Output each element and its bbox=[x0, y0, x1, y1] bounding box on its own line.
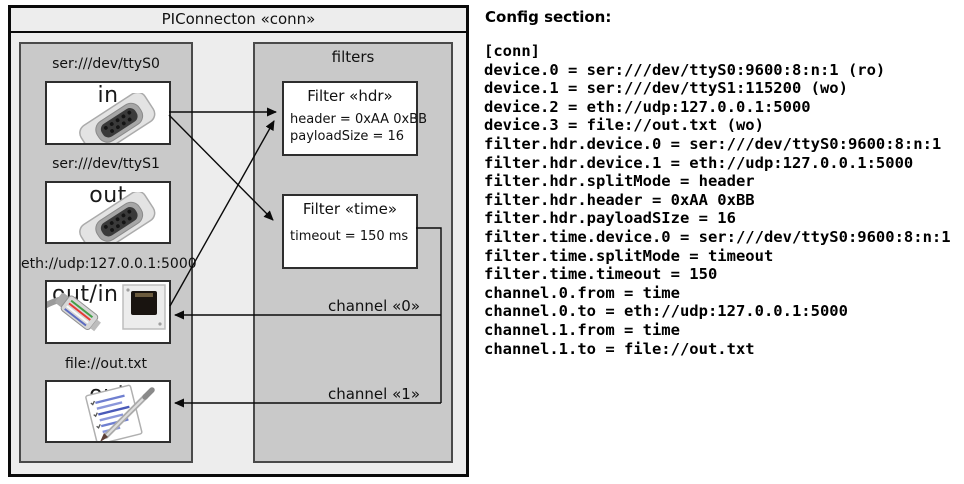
filter-time-box: Filter «time» timeout = 150 ms bbox=[282, 194, 418, 269]
channel-0-label: channel «0» bbox=[327, 297, 420, 315]
notepad-icon bbox=[85, 384, 155, 441]
title-separator bbox=[11, 31, 466, 33]
filter-title: Filter «hdr» bbox=[307, 87, 393, 105]
device-box-eth: out/in bbox=[45, 280, 171, 344]
devices-panel: ser:///dev/ttyS0 in ser:///dev/ttyS1 out bbox=[19, 42, 197, 463]
config-line: channel.1.to = file://out.txt bbox=[484, 339, 755, 358]
filter-hdr-box: Filter «hdr» header = 0xAA 0xBB payloadS… bbox=[282, 81, 427, 156]
filter-attribute: header = 0xAA 0xBB bbox=[290, 112, 428, 127]
config-line: channel.1.from = time bbox=[484, 320, 680, 339]
device-box-file: out bbox=[45, 380, 171, 443]
diagram-title: PIConnecton «conn» bbox=[161, 10, 316, 28]
device-box-ttys0: in bbox=[45, 81, 171, 145]
device-direction-label: in bbox=[97, 83, 119, 108]
serial-connector-icon bbox=[79, 93, 156, 143]
device-uri-label-eth: eth://udp:127.0.0.1:5000 bbox=[21, 256, 197, 272]
config-line: filter.hdr.device.0 = ser:///dev/ttyS0:9… bbox=[484, 134, 942, 153]
ethernet-jack-icon bbox=[47, 284, 166, 332]
config-line: channel.0.to = eth://udp:127.0.0.1:5000 bbox=[484, 302, 848, 321]
pen-icon bbox=[100, 387, 155, 441]
config-line: filter.time.device.0 = ser:///dev/ttyS0:… bbox=[484, 227, 951, 246]
config-line: filter.hdr.splitMode = header bbox=[484, 172, 755, 191]
config-line: filter.time.timeout = 150 bbox=[484, 265, 718, 284]
device-uri-label-ttys0: ser:///dev/ttyS0 bbox=[52, 56, 160, 72]
filter-attribute: timeout = 150 ms bbox=[290, 229, 409, 244]
config-line: filter.time.splitMode = timeout bbox=[484, 246, 774, 265]
device-box-ttys1: out bbox=[45, 181, 171, 244]
config-line: device.3 = file://out.txt (wo) bbox=[484, 116, 764, 135]
filter-attribute: payloadSize = 16 bbox=[290, 129, 405, 144]
filter-title: Filter «time» bbox=[302, 200, 398, 218]
channel-1-label: channel «1» bbox=[327, 385, 420, 403]
config-section-heading: Config section: bbox=[485, 8, 612, 26]
serial-connector-icon bbox=[79, 192, 156, 242]
config-line: device.2 = eth://udp:127.0.0.1:5000 bbox=[484, 97, 811, 116]
filters-panel-title: filters bbox=[331, 48, 375, 66]
wall-plate bbox=[122, 284, 166, 330]
config-line: channel.0.from = time bbox=[484, 283, 680, 302]
config-line: device.1 = ser:///dev/ttyS1:115200 (wo) bbox=[484, 79, 848, 98]
filters-panel: filters Filter «hdr» header = 0xAA 0xBB … bbox=[253, 42, 453, 463]
device-uri-label-file: file://out.txt bbox=[64, 356, 148, 372]
config-listing: [conn]device.0 = ser:///dev/ttyS0:9600:8… bbox=[484, 42, 951, 358]
config-line: [conn] bbox=[484, 42, 540, 60]
config-line: filter.hdr.header = 0xAA 0xBB bbox=[484, 190, 755, 209]
ethernet-cable-icon bbox=[47, 292, 101, 332]
config-line: filter.hdr.payloadSIze = 16 bbox=[484, 209, 736, 228]
config-line: device.0 = ser:///dev/ttyS0:9600:8:n:1 (… bbox=[484, 60, 886, 79]
device-uri-label-ttys1: ser:///dev/ttyS1 bbox=[52, 156, 160, 172]
config-line: filter.hdr.device.1 = eth://udp:127.0.0.… bbox=[484, 153, 914, 172]
